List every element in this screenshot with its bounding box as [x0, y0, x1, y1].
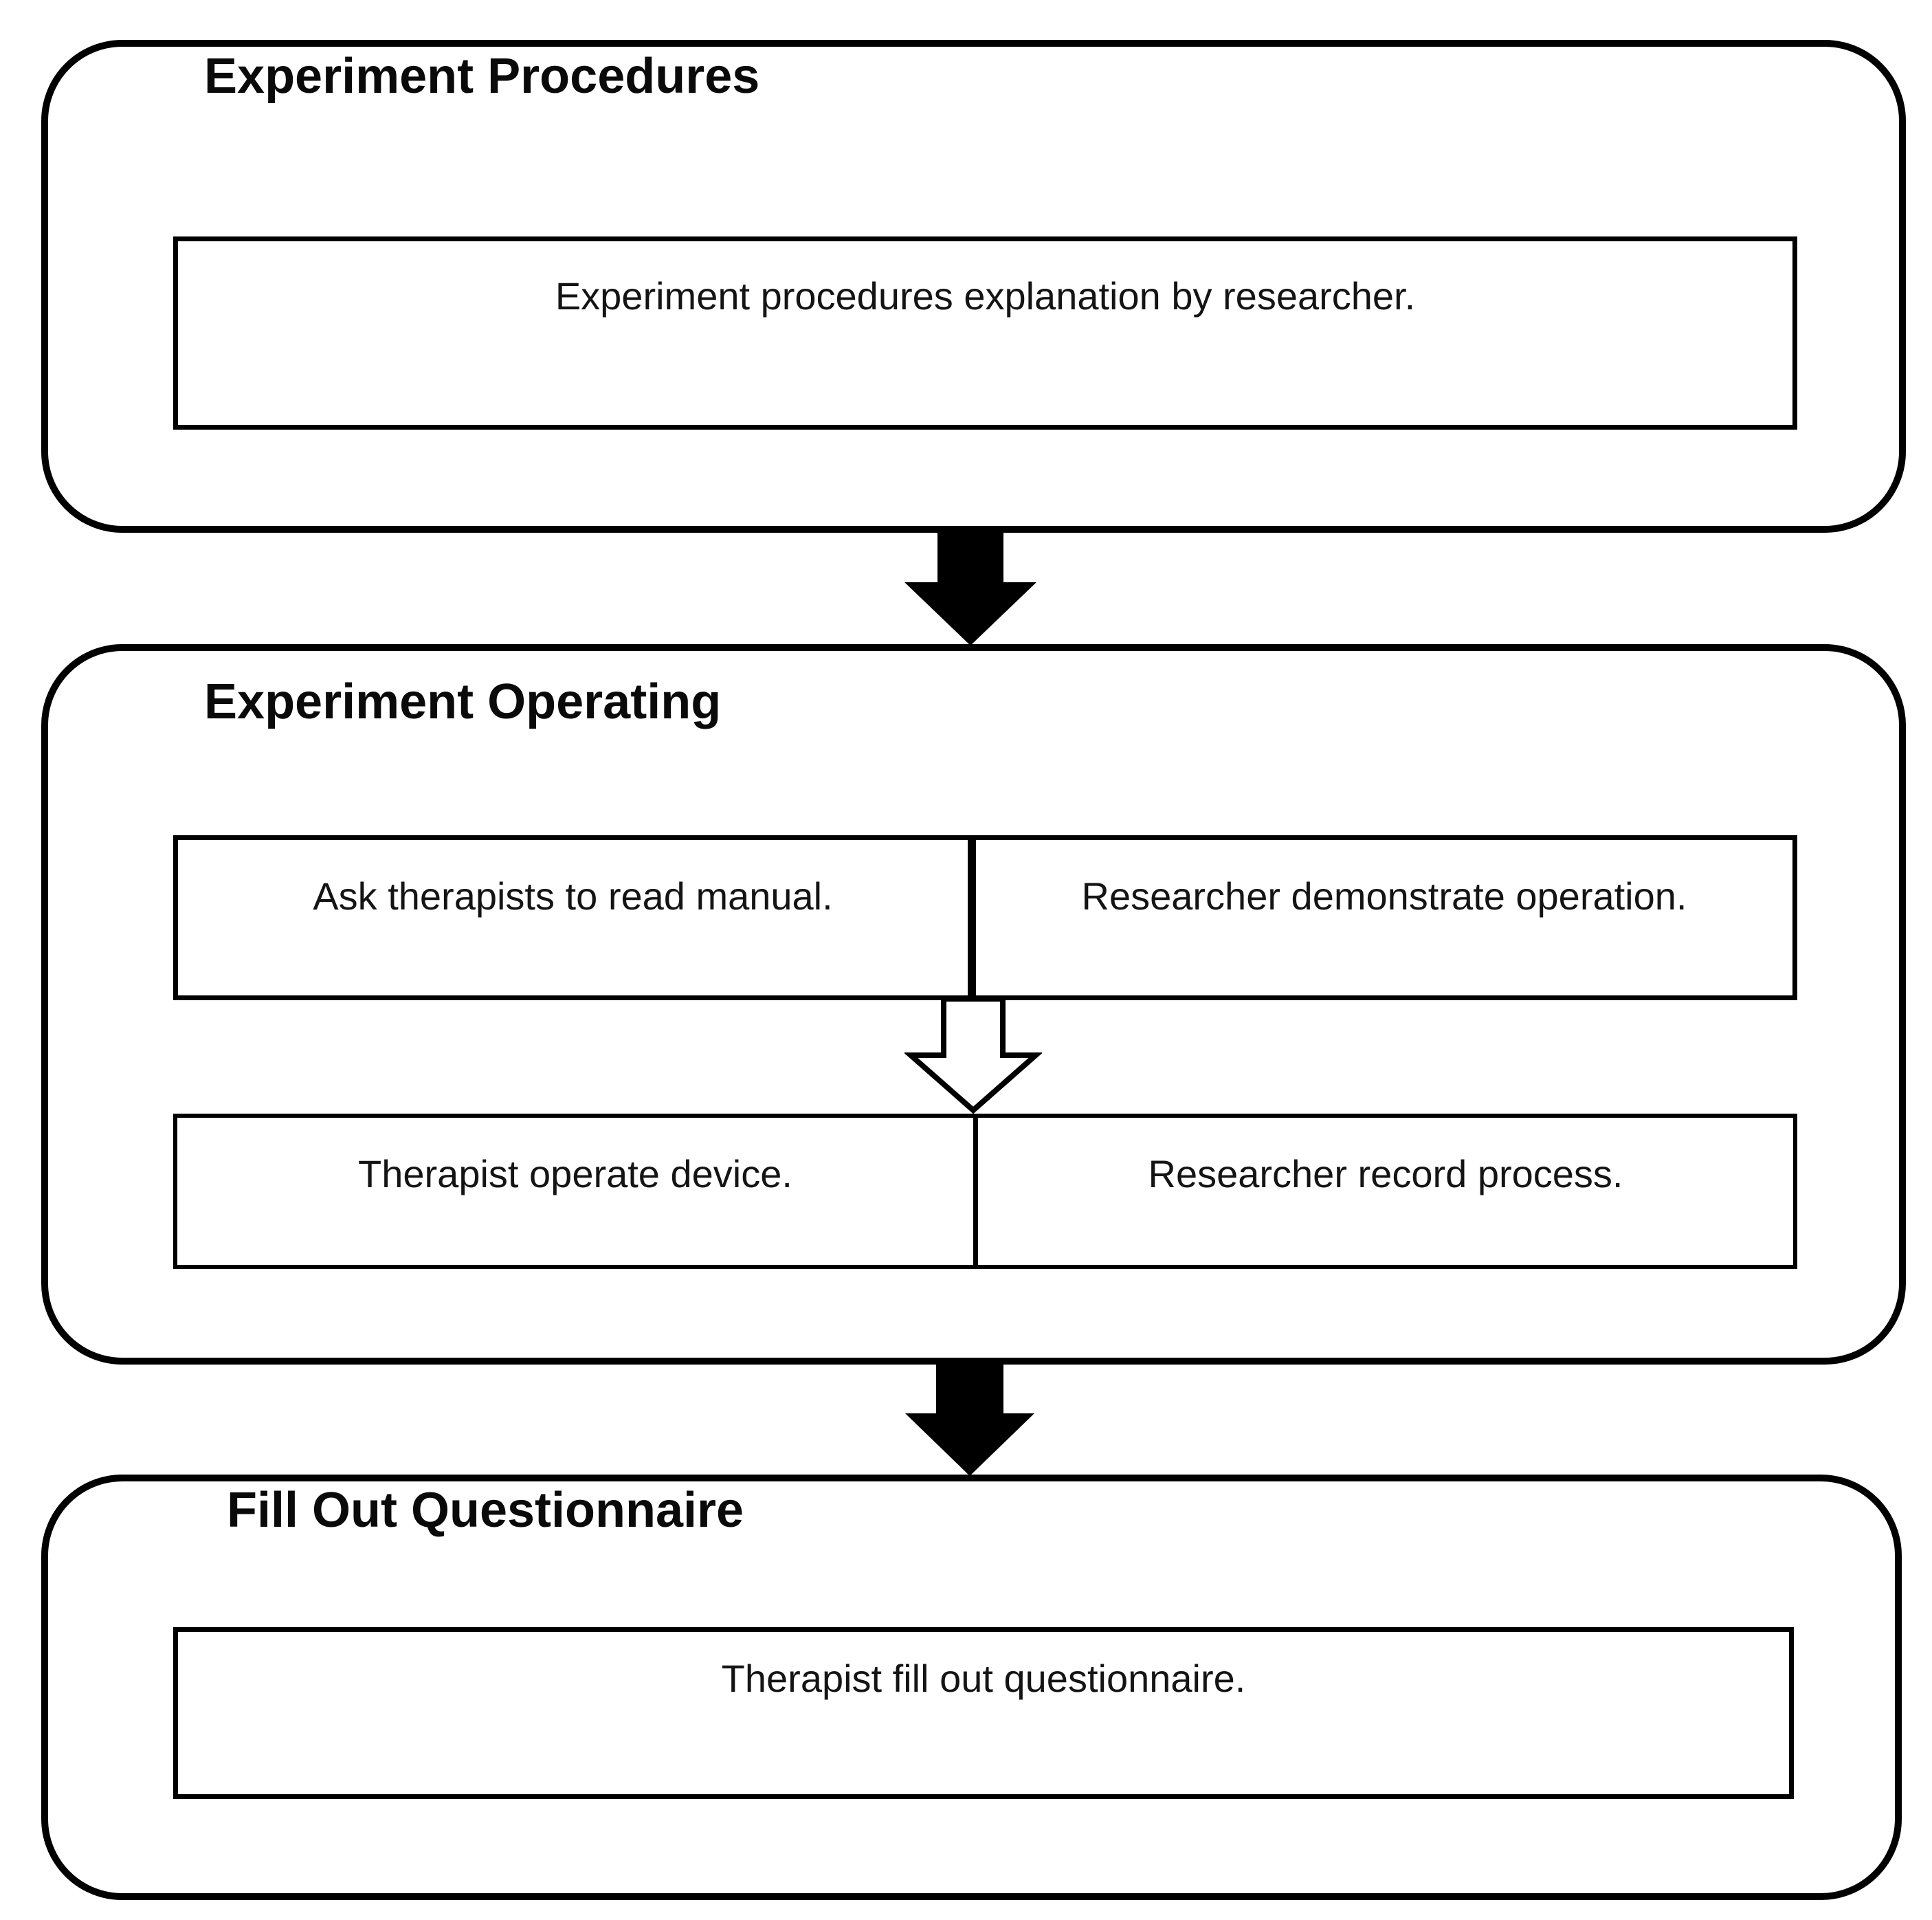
step-text-read-manual: Ask therapists to read manual. — [313, 874, 833, 918]
down-arrow-outline-row1-to-row2 — [904, 996, 1042, 1114]
step-box-demonstrate-operation: Researcher demonstrate operation. — [973, 835, 1797, 1000]
step-text-operate-device: Therapist operate device. — [358, 1152, 792, 1195]
down-arrow-solid-operating-to-questionnaire — [901, 1363, 1039, 1476]
panel-title-fill-out-questionnaire: Fill Out Questionnaire — [227, 1483, 744, 1538]
panel-title-experiment-procedures: Experiment Procedures — [204, 49, 760, 104]
step-box-operate-device: Therapist operate device. — [173, 1114, 977, 1269]
panel-title-experiment-operating: Experiment Operating — [204, 674, 722, 729]
down-arrow-outline-icon — [904, 996, 1042, 1114]
step-box-read-manual: Ask therapists to read manual. — [173, 835, 973, 1000]
step-text-record-process: Researcher record process. — [1148, 1152, 1623, 1195]
step-box-record-process: Researcher record process. — [977, 1114, 1797, 1269]
step-text-fill-questionnaire: Therapist fill out questionnaire. — [721, 1657, 1246, 1700]
step-box-fill-questionnaire: Therapist fill out questionnaire. — [173, 1627, 1794, 1799]
step-text-procedures-explanation: Experiment procedures explanation by res… — [555, 274, 1416, 318]
operating-row-1: Ask therapists to read manual. Researche… — [173, 835, 1797, 1000]
step-text-demonstrate-operation: Researcher demonstrate operation. — [1081, 874, 1687, 918]
step-box-procedures-explanation: Experiment procedures explanation by res… — [173, 236, 1797, 430]
operating-row-2: Therapist operate device. Researcher rec… — [173, 1114, 1797, 1269]
down-arrow-solid-icon — [905, 1363, 1034, 1476]
down-arrow-solid-icon — [904, 531, 1036, 645]
down-arrow-solid-procedures-to-operating — [902, 531, 1039, 645]
